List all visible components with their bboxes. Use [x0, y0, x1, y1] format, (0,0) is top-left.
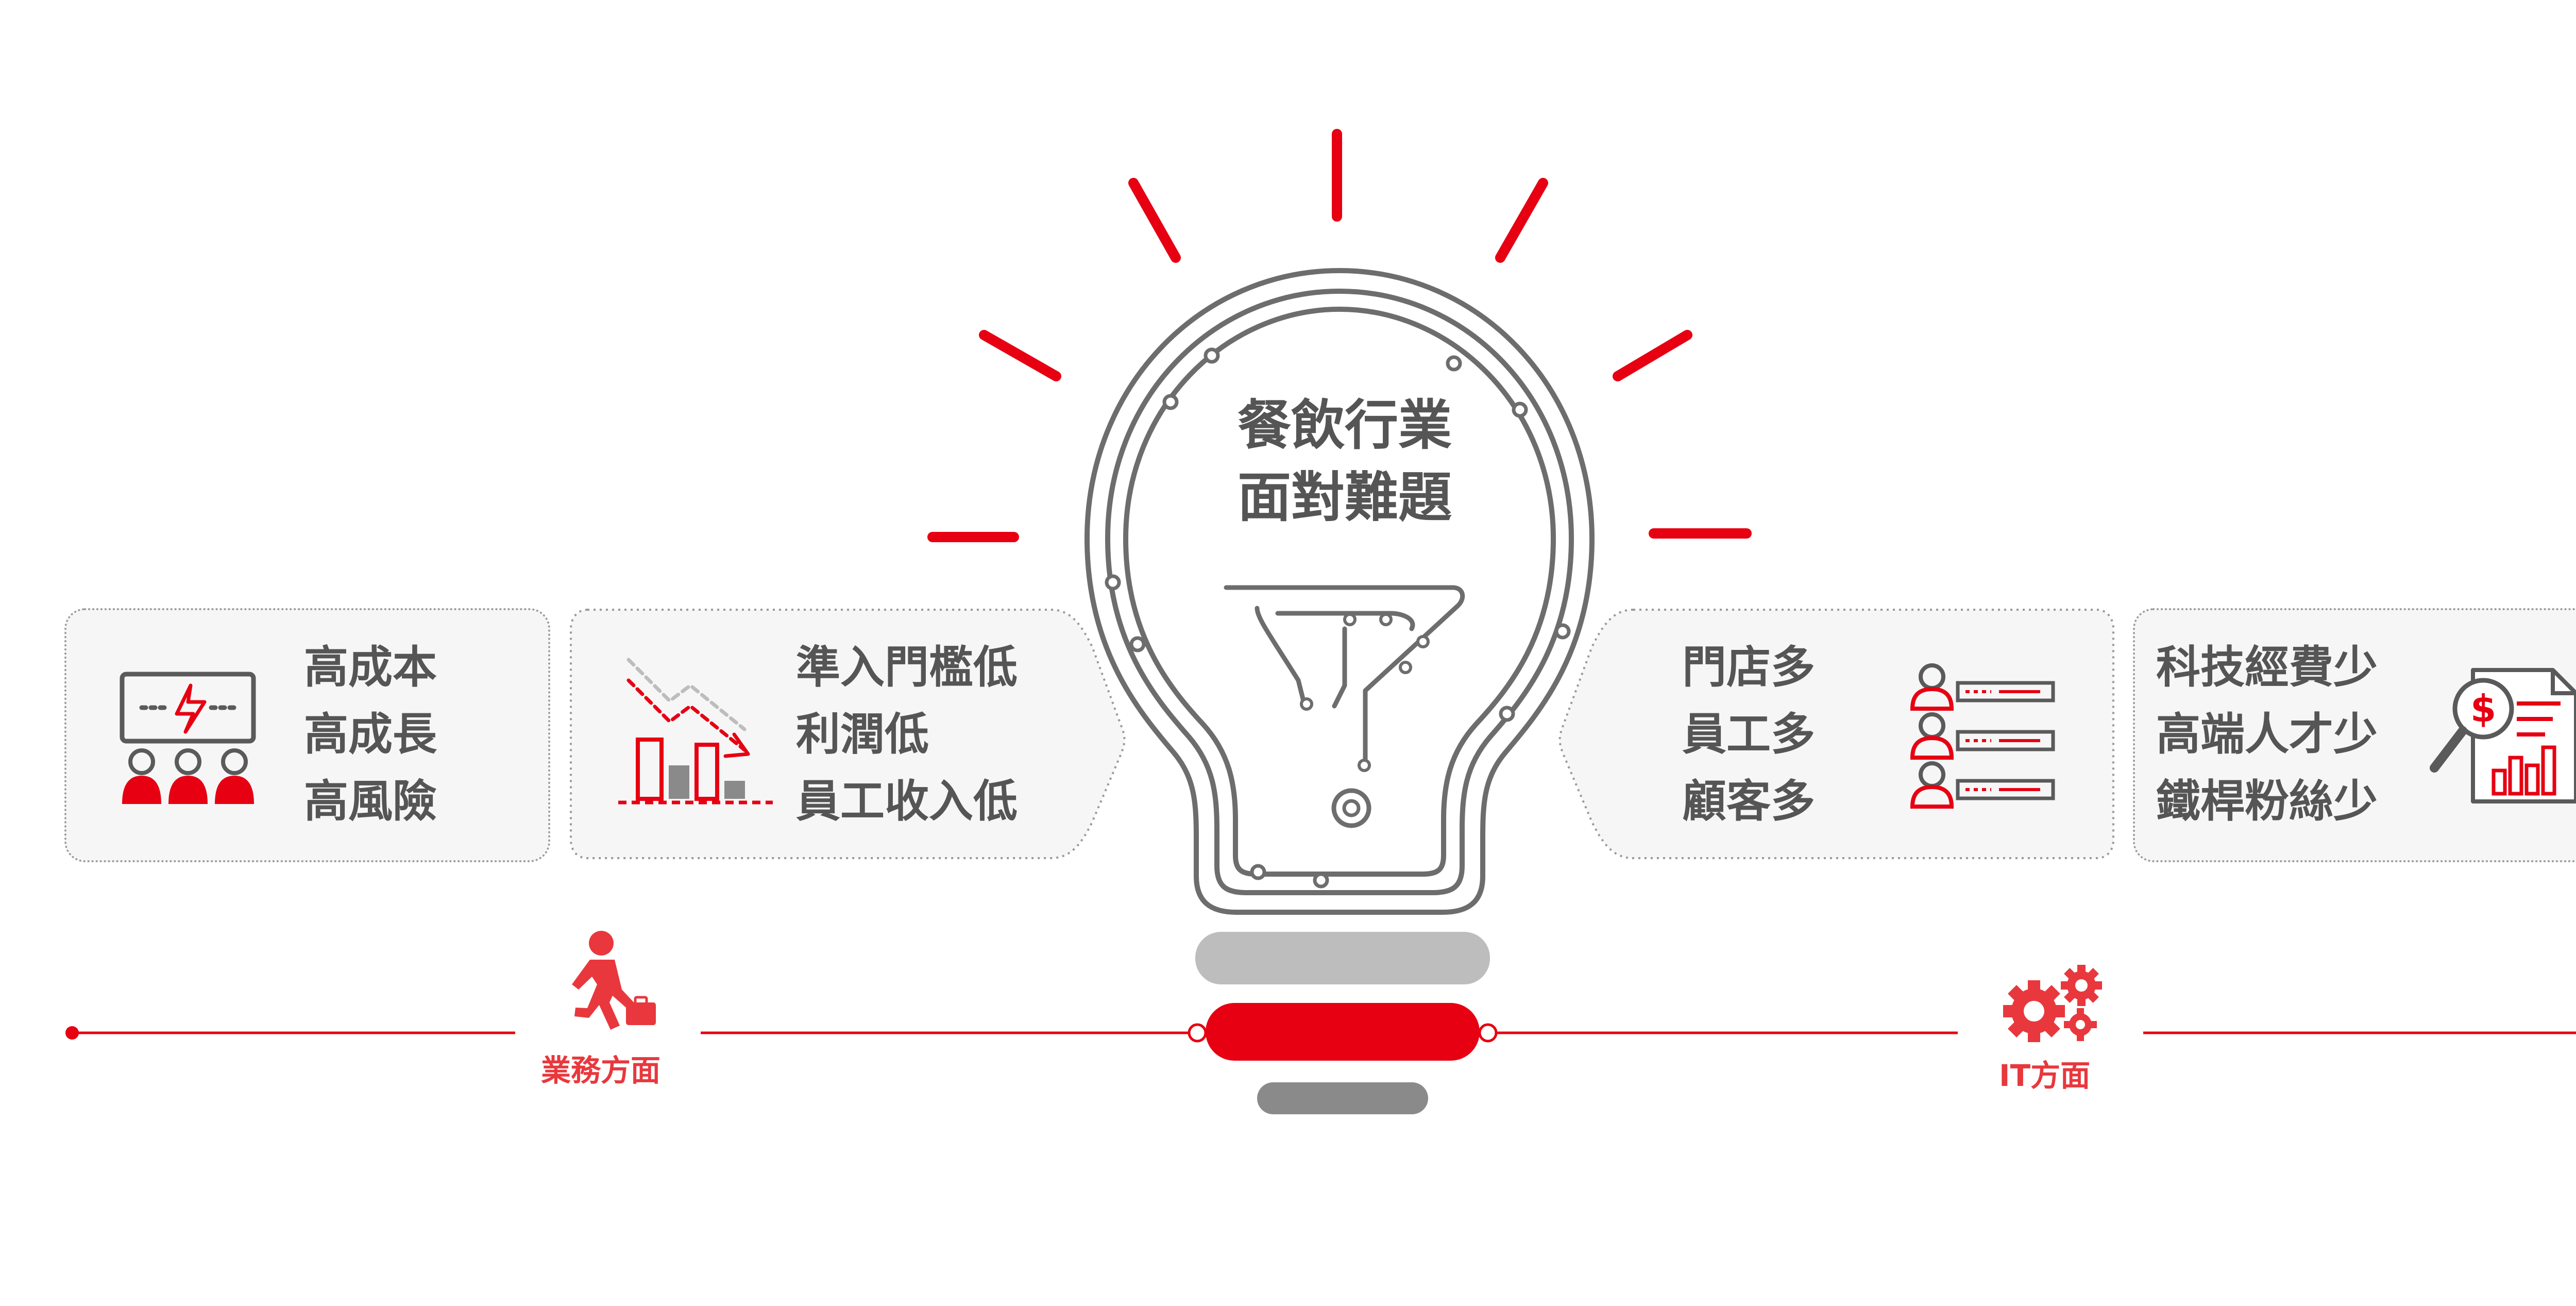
card-3-text: 門店多 員工多 顧客多 — [1682, 634, 1815, 835]
bulb-base-red-bar-ends — [1188, 1023, 1498, 1043]
card-3-line-3: 顧客多 — [1682, 776, 1815, 827]
bulb-base-red-bar — [1206, 1003, 1480, 1061]
card-1-line-2: 高成長 — [304, 709, 437, 760]
card-low-barrier — [570, 609, 1126, 859]
card-1-line-3: 高風險 — [304, 776, 437, 827]
right-axis-label: IT方面 — [1999, 1058, 2091, 1093]
center-title-line-2: 面對難題 — [1237, 466, 1452, 529]
card-2-text: 準入門檻低 利潤低 員工收入低 — [796, 634, 1018, 835]
running-businessman-icon — [572, 931, 656, 1030]
card-4-line-1: 科技經費少 — [2156, 642, 2378, 693]
bulb-base-dark-bar — [1257, 1082, 1428, 1114]
card-3-line-2: 員工多 — [1682, 709, 1815, 760]
card-4-line-2: 高端人才少 — [2156, 709, 2378, 760]
gears-icon — [2003, 965, 2102, 1042]
people-alert-icon — [120, 672, 256, 804]
card-3-line-1: 門店多 — [1682, 642, 1815, 693]
card-many-stores — [1558, 609, 2114, 859]
declining-bar-chart-icon — [618, 658, 773, 805]
card-1-line-1: 高成本 — [304, 642, 437, 693]
card-4-line-3: 鐵桿粉絲少 — [2156, 776, 2378, 827]
lightbulb-icon — [1084, 267, 1595, 915]
left-axis-label: 業務方面 — [541, 1053, 661, 1088]
financial-report-magnifier-icon: $ — [2430, 668, 2576, 803]
center-title: 餐飲行業 面對難題 — [1180, 389, 1510, 533]
center-title-line-1: 餐飲行業 — [1237, 394, 1452, 457]
card-2-line-3: 員工收入低 — [796, 776, 1018, 827]
card-2-line-2: 利潤低 — [796, 709, 929, 760]
card-2-line-1: 準入門檻低 — [796, 642, 1018, 693]
timeline-left-end-dot — [65, 1026, 79, 1040]
bulb-base-gray-bar — [1195, 932, 1490, 984]
svg-text:$: $ — [2470, 687, 2496, 730]
card-4-text: 科技經費少 高端人才少 鐵桿粉絲少 — [2156, 634, 2378, 835]
people-list-icon — [1910, 663, 2055, 809]
card-1-text: 高成本 高成長 高風險 — [304, 634, 437, 835]
card-high-cost — [64, 608, 550, 862]
